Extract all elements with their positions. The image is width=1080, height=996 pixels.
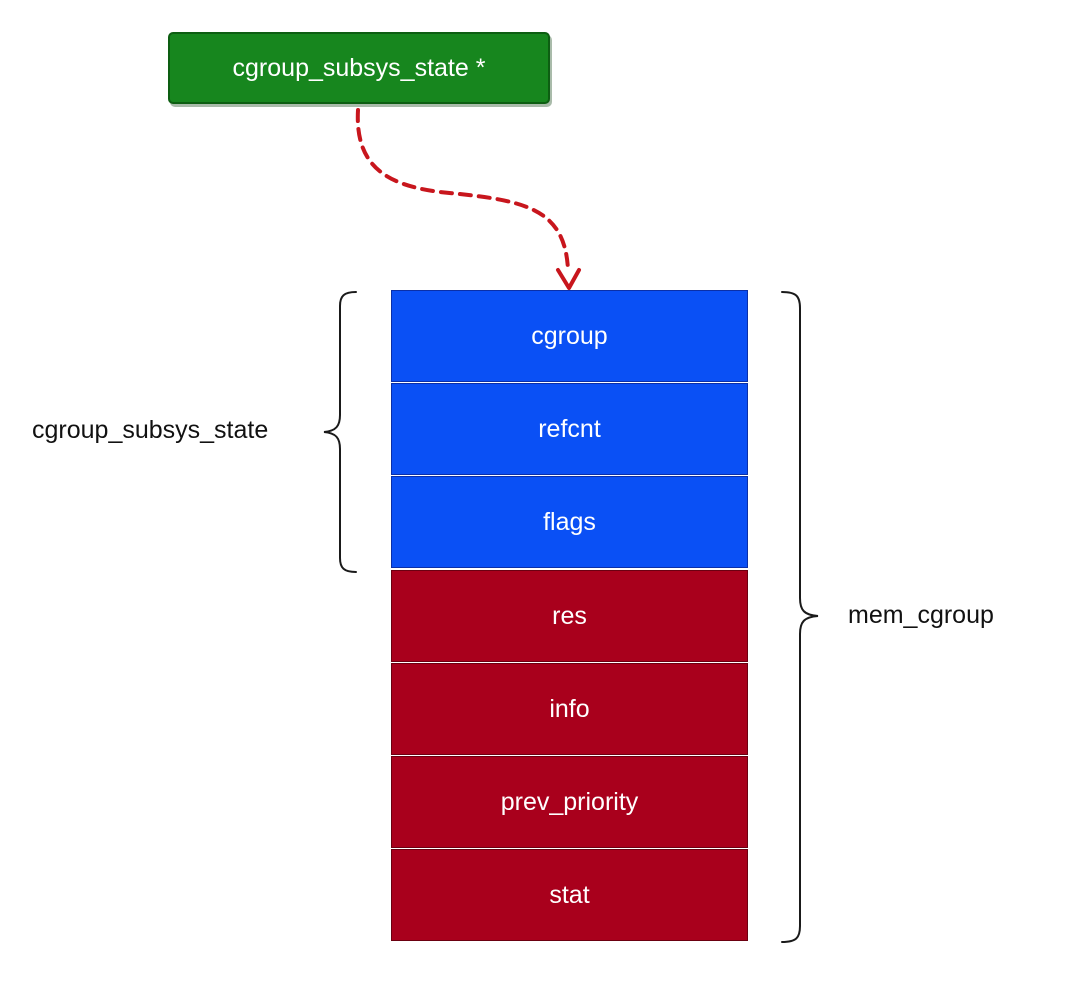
pointer-arrowhead-icon bbox=[556, 268, 581, 290]
css-brace-icon bbox=[323, 291, 357, 573]
css-pointer-label: cgroup_subsys_state * bbox=[232, 53, 486, 82]
mem-brace-icon bbox=[781, 291, 819, 943]
mem-brace-label: mem_cgroup bbox=[848, 601, 994, 629]
pointer-arrow-path bbox=[355, 108, 570, 272]
field-label: stat bbox=[549, 880, 590, 909]
field-label: refcnt bbox=[538, 414, 601, 443]
field-label: flags bbox=[543, 507, 596, 536]
field-res: res bbox=[391, 570, 748, 662]
field-cgroup: cgroup bbox=[391, 290, 748, 382]
field-label: cgroup bbox=[531, 321, 608, 350]
field-info: info bbox=[391, 663, 748, 755]
field-label: info bbox=[549, 694, 590, 723]
field-flags: flags bbox=[391, 476, 748, 568]
css-pointer-box: cgroup_subsys_state * bbox=[168, 32, 550, 104]
field-refcnt: refcnt bbox=[391, 383, 748, 475]
field-stat: stat bbox=[391, 849, 748, 941]
field-label: prev_priority bbox=[500, 787, 639, 816]
css-brace-label: cgroup_subsys_state bbox=[32, 416, 269, 444]
field-label: res bbox=[552, 601, 587, 630]
field-prev-priority: prev_priority bbox=[391, 756, 748, 848]
